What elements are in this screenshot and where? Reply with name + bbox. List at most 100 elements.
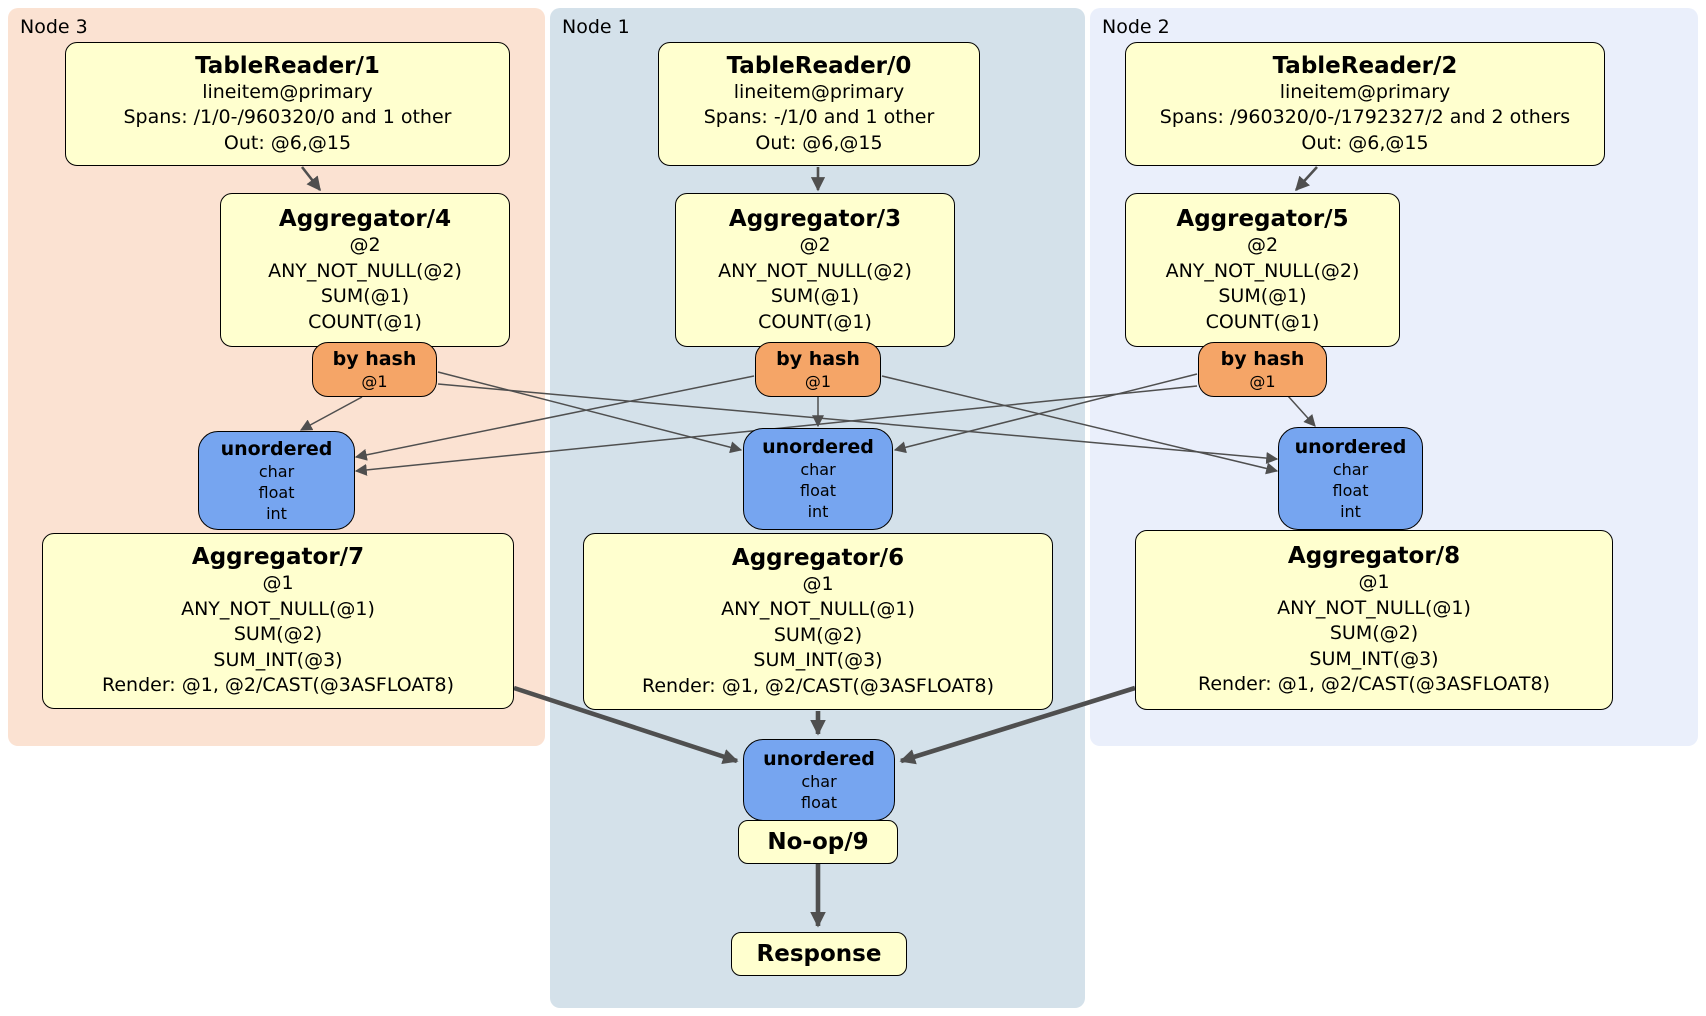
node-line: ANY_NOT_NULL(@1) — [1277, 596, 1471, 619]
node-line: float — [258, 482, 295, 502]
node-title: No-op/9 — [767, 829, 869, 855]
node-line: float — [1332, 480, 1369, 500]
node-line: SUM(@1) — [320, 285, 410, 307]
edge-aggregator7-final-sync — [513, 685, 739, 765]
node-title: Aggregator/8 — [1287, 543, 1461, 570]
node-line: Spans: -/1/0 and 1 other — [703, 106, 935, 129]
node-line: SUM(@1) — [1218, 285, 1307, 307]
edge-hash1-sync3 — [354, 375, 755, 461]
node-line: ANY_NOT_NULL(@1) — [181, 597, 375, 620]
aggregator-3-node: Aggregator/3 @2 ANY_NOT_NULL(@2) SUM(@1)… — [675, 193, 955, 347]
node-title: Aggregator/5 — [1176, 206, 1349, 232]
node-title: TableReader/2 — [1272, 52, 1458, 79]
node-title: by hash — [776, 347, 860, 370]
node-line: ANY_NOT_NULL(@1) — [721, 598, 915, 621]
node-line: lineitem@primary — [1279, 80, 1451, 103]
node-title: Aggregator/6 — [731, 544, 905, 571]
node-line: lineitem@primary — [202, 80, 373, 103]
node-line: char — [258, 461, 295, 481]
node-line: Render: @1, @2/CAST(@3ASFLOAT8) — [102, 674, 454, 697]
edge-hash3-sync2 — [437, 383, 1279, 465]
unordered-sync-node1: unordered char float int — [743, 428, 893, 530]
node-line: Out: @6,@15 — [1301, 131, 1429, 154]
node-title: TableReader/0 — [726, 52, 912, 79]
node-line: @1 — [1358, 571, 1390, 594]
node-title: unordered — [762, 436, 874, 458]
node-line: char — [1332, 459, 1369, 479]
node-title: unordered — [763, 747, 875, 770]
edge-hash3-sync1 — [437, 371, 743, 454]
node-line: SUM_INT(@3) — [213, 648, 343, 671]
node-line: lineitem@primary — [733, 80, 905, 103]
node-line: COUNT(@1) — [308, 310, 422, 333]
node-line: char — [800, 460, 836, 479]
node1-region-label: Node 1 — [562, 16, 630, 38]
aggregator-8-node: Aggregator/8 @1 ANY_NOT_NULL(@1) SUM(@2)… — [1135, 530, 1613, 710]
node-line: Spans: /1/0-/960320/0 and 1 other — [123, 106, 452, 129]
node-title: TableReader/1 — [195, 52, 380, 79]
node3-region-label: Node 3 — [20, 16, 88, 38]
node-line: Spans: /960320/0-/1792327/2 and 2 others — [1159, 106, 1571, 129]
aggregator-4-node: Aggregator/4 @2 ANY_NOT_NULL(@2) SUM(@1)… — [220, 193, 510, 347]
tablereader-0-node: TableReader/0 lineitem@primary Spans: -/… — [658, 42, 980, 166]
response-node: Response — [731, 932, 907, 976]
node-title: Response — [756, 941, 882, 967]
node-line: int — [807, 502, 829, 521]
edge-tablereader1-aggregator4 — [300, 166, 322, 192]
node-title: Aggregator/7 — [191, 544, 365, 571]
node-line: SUM(@2) — [773, 623, 863, 646]
hash-router-node1: by hash @1 — [755, 342, 881, 397]
node-line: @1 — [804, 371, 832, 391]
node-line: COUNT(@1) — [758, 310, 872, 333]
aggregator-5-node: Aggregator/5 @2 ANY_NOT_NULL(@2) SUM(@1)… — [1125, 193, 1400, 347]
node2-region-label: Node 2 — [1102, 16, 1170, 38]
node-line: ANY_NOT_NULL(@2) — [268, 259, 462, 282]
edge-hash2-sync1 — [893, 373, 1198, 454]
tablereader-2-node: TableReader/2 lineitem@primary Spans: /9… — [1125, 42, 1605, 166]
node-line: @2 — [1246, 234, 1279, 256]
node-line: SUM(@2) — [233, 623, 323, 646]
hash-router-node2: by hash @1 — [1198, 342, 1327, 397]
noop-9-node: No-op/9 — [738, 820, 898, 864]
unordered-sync-node3: unordered char float int — [198, 431, 355, 530]
node-line: SUM(@2) — [1329, 622, 1419, 645]
node-line: ANY_NOT_NULL(@2) — [1165, 259, 1360, 282]
node-line: Out: @6,@15 — [755, 131, 883, 154]
node-line: float — [800, 481, 836, 500]
aggregator-7-node: Aggregator/7 @1 ANY_NOT_NULL(@1) SUM(@2)… — [42, 533, 514, 709]
node-title: Aggregator/4 — [278, 206, 452, 232]
node-line: @2 — [349, 234, 381, 256]
node-line: @2 — [799, 234, 831, 256]
node-line: SUM_INT(@3) — [1309, 647, 1439, 670]
tablereader-1-node: TableReader/1 lineitem@primary Spans: /1… — [65, 42, 510, 166]
node-line: SUM(@1) — [770, 285, 860, 307]
edge-aggregator8-final-sync — [899, 685, 1136, 765]
node-line: Out: @6,@15 — [223, 131, 352, 154]
node-line: @1 — [802, 572, 834, 595]
node-line: int — [266, 503, 287, 523]
node-title: Aggregator/3 — [728, 206, 902, 232]
node-line: COUNT(@1) — [1205, 310, 1320, 333]
edge-hash1-sync2 — [881, 375, 1279, 475]
node-line: int — [1340, 501, 1361, 521]
edge-tablereader2-aggregator5 — [1295, 166, 1318, 192]
node-title: by hash — [1220, 347, 1305, 370]
node-title: by hash — [332, 347, 417, 370]
edge-hash3-sync3 — [299, 396, 363, 431]
node-line: ANY_NOT_NULL(@2) — [718, 259, 912, 282]
node-line: @1 — [262, 572, 294, 595]
node-line: float — [801, 792, 837, 812]
unordered-sync-final: unordered char float — [743, 739, 895, 821]
node-line: @1 — [1249, 371, 1276, 391]
node-line: Render: @1, @2/CAST(@3ASFLOAT8) — [1198, 673, 1550, 696]
edge-hash2-sync2 — [1287, 395, 1316, 427]
node-line: SUM_INT(@3) — [753, 649, 883, 672]
node-line: Render: @1, @2/CAST(@3ASFLOAT8) — [642, 674, 994, 697]
hash-router-node3: by hash @1 — [312, 342, 437, 397]
node-line: @1 — [361, 371, 388, 391]
node-title: unordered — [220, 437, 333, 460]
node-title: unordered — [1294, 435, 1407, 458]
aggregator-6-node: Aggregator/6 @1 ANY_NOT_NULL(@1) SUM(@2)… — [583, 533, 1053, 710]
unordered-sync-node2: unordered char float int — [1278, 427, 1423, 530]
